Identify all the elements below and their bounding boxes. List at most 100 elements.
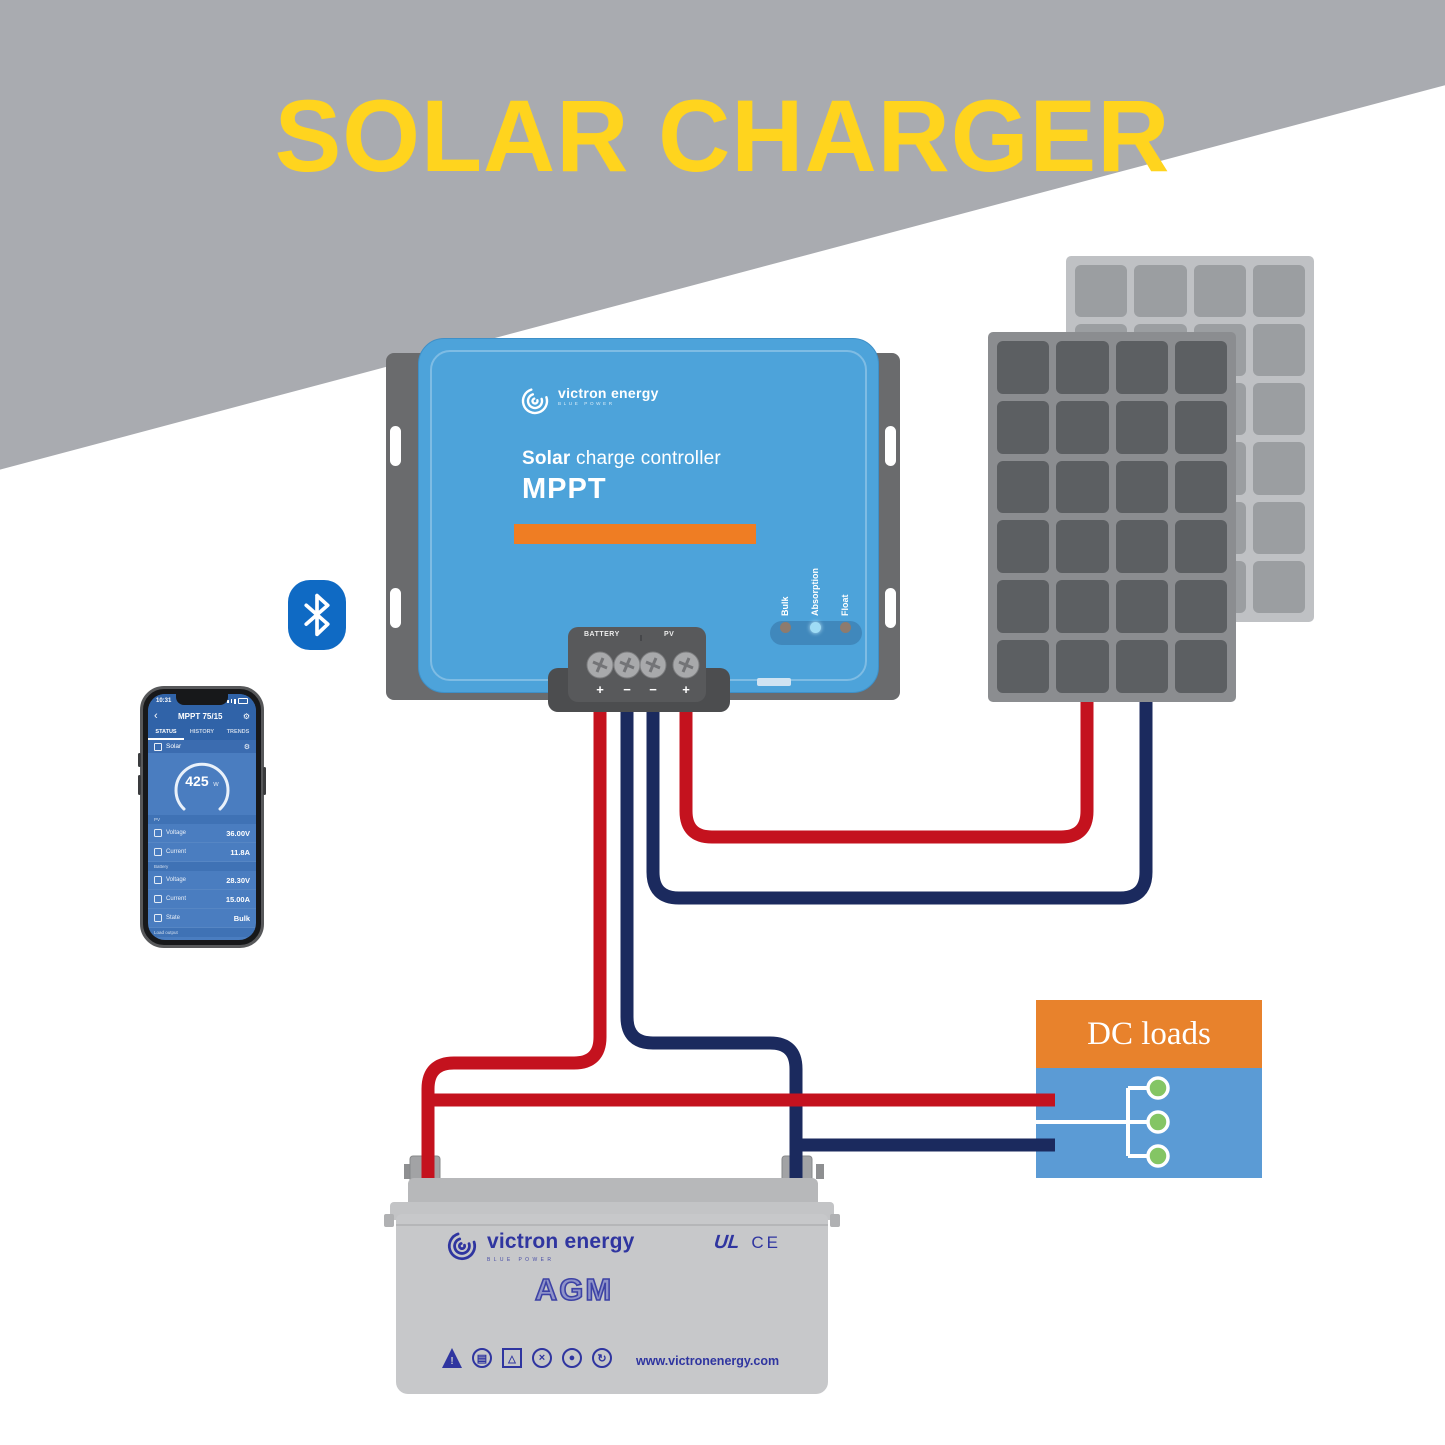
tab-trends: TRENDS [226,729,250,735]
row-label: Voltage [166,830,187,836]
load-state-row: State On [148,937,256,940]
warning-icons: ! ▤ △ × ● ↻ [442,1348,612,1368]
row-value: Bulk [233,913,250,923]
solar-cell [1056,520,1109,574]
bluetooth-badge [288,580,346,650]
gauge-number: 425 [185,773,209,789]
solar-cell [1056,400,1109,454]
clock: 10:31 [156,698,172,704]
mounting-slot [885,426,896,466]
solar-cell [1174,580,1227,634]
volume-button [138,775,141,795]
row-value: 28.30V [226,875,250,885]
solar-cell [1174,460,1227,514]
led-bulk: Bulk [772,560,798,633]
led-float: Float [832,560,858,633]
signal-icon [227,699,229,703]
controller-product-name: Solar charge controller MPPT [522,448,721,506]
gauge-settings-icon: ⚙ [243,743,250,751]
checkbox-icon [154,742,162,751]
metric-icon [154,895,162,903]
keep-protected-icon: ● [562,1348,582,1368]
wire-battery-negative [620,705,803,1178]
certification-marks: UL CE [713,1232,781,1254]
led-label: Absorption [810,568,820,616]
caution-triangle-icon: △ [502,1348,522,1368]
dc-loads-connector-icon [1036,1076,1170,1168]
battery-terminal-label: BATTERY [584,631,620,638]
mounting-slot [390,426,401,466]
polarity-label: + [682,682,690,697]
recycle-icon: ↻ [592,1348,612,1368]
row-label: Voltage [166,877,187,883]
solar-cell [1115,580,1168,634]
solar-cell [1252,442,1305,495]
pv-voltage-row: Voltage 36.00V [148,824,256,843]
solar-section-header: Solar ⚙ [148,740,256,753]
ce-mark: CE [751,1233,781,1252]
product-name-bold: Solar [522,448,571,469]
pv-terminal-label: PV [664,631,675,638]
gauge-unit: W [213,782,219,788]
battery-side-tab [830,1214,840,1227]
tab-status: STATUS [148,725,184,740]
solar-cell [1115,341,1168,394]
row-value: 36.00V [226,828,250,838]
solar-cell [1174,400,1227,454]
back-icon: ‹ [154,710,158,722]
page-title: SOLAR CHARGER [274,79,1171,193]
solar-cell [997,341,1050,394]
solar-cell [1252,560,1305,613]
controller-brand-sub: BLUE POWER [558,401,615,406]
battery-brand: victron energy [487,1230,635,1253]
solar-cell [1115,520,1168,574]
warning-triangle-icon: ! [442,1348,462,1368]
solar-cell [1174,520,1227,574]
solar-cell [1174,640,1227,693]
battery-state-row: State Bulk [148,909,256,928]
absorption-led-icon [809,622,821,633]
solar-cell [1075,265,1128,318]
solar-cell [1056,580,1109,634]
bulk-led-icon [779,622,791,633]
victron-swirl-icon [521,388,549,415]
solar-cell [1252,324,1305,377]
polarity-label: − [623,682,631,697]
smartphone: 10:31 ‹ MPPT 75/15 ⚙ STATUS HISTORY TREN… [138,686,266,948]
solar-cell [1252,265,1305,318]
solar-cell [1056,341,1109,394]
polarity-label: + [596,682,604,697]
metric-icon [154,914,162,922]
solar-panel-front [988,332,1236,702]
solar-cell [1252,383,1305,436]
serial-sticker [757,678,791,686]
row-value: 15.00A [225,894,250,904]
controller-logo: victron energy BLUE POWER [518,386,659,416]
wire-pv-positive [679,692,1094,844]
solar-cell [1056,460,1109,514]
battery-brand-logo: victron energy BLUE POWER [444,1230,635,1263]
section-strip-battery: Battery [148,862,256,871]
wire-pv-negative [646,692,1153,905]
app-title: MPPT 75/15 [178,712,223,721]
no-open-flame-icon: × [532,1348,552,1368]
led-absorption: Absorption [802,560,828,633]
battery-icon [238,698,248,704]
bluetooth-icon [304,593,330,637]
gear-icon: ⚙ [242,712,250,721]
brand-url: www.victronenergy.com [636,1354,780,1368]
led-label: Bulk [780,596,790,616]
terminal-screws [586,635,700,679]
dc-loads-box: DC loads [1036,1000,1262,1178]
solar-cell [1134,265,1187,318]
victron-swirl-icon [447,1232,477,1261]
battery-unit: victron energy BLUE POWER UL CE AGM ! ▤ … [384,1156,840,1396]
orange-accent-bar [514,524,756,544]
section-strip-load: Load output [148,928,256,937]
float-led-icon [839,622,851,633]
solar-cell [997,580,1050,634]
status-leds: Bulk Absorption Float [770,560,862,645]
phone-screen: 10:31 ‹ MPPT 75/15 ⚙ STATUS HISTORY TREN… [148,694,256,940]
metric-icon [154,829,162,837]
